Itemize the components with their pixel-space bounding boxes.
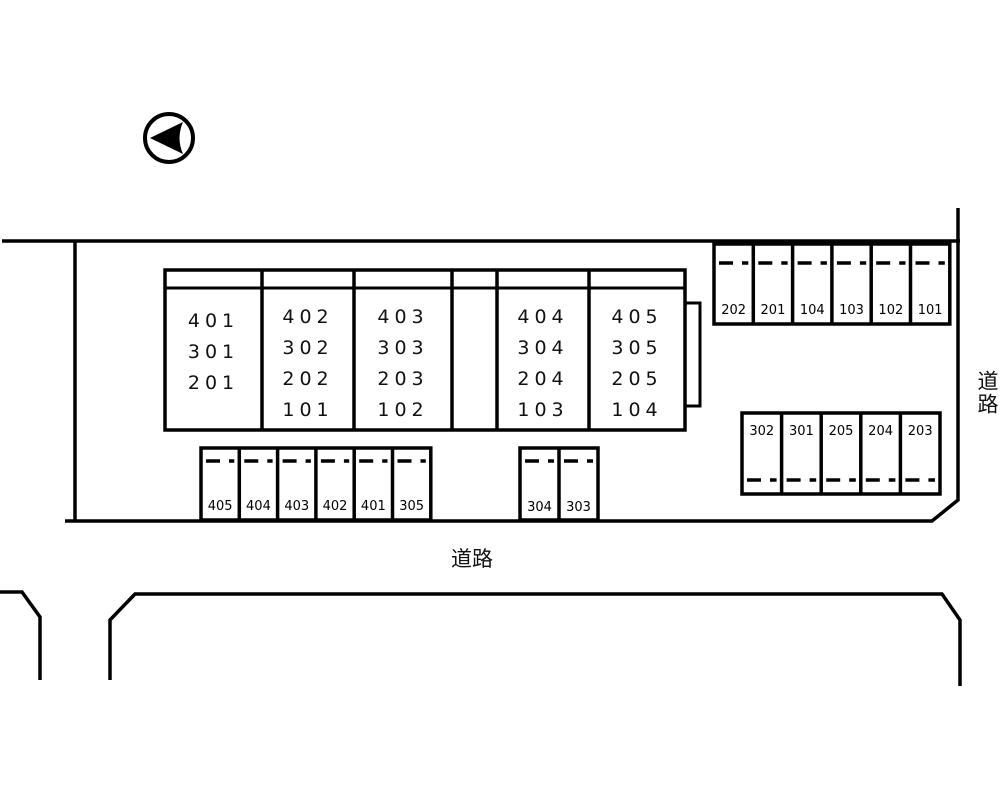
parking-space-label: 104	[800, 303, 825, 318]
building-block-5: 405 305 205 104	[590, 299, 684, 429]
unit-label: 401	[187, 309, 240, 332]
building-annex	[683, 301, 702, 408]
parking-space-label: 401	[361, 499, 386, 514]
parking-row-bottom-middle: 304 303	[518, 446, 600, 522]
parking-space-label: 305	[399, 499, 424, 514]
unit-label: 303	[377, 337, 429, 359]
unit-label: 202	[282, 368, 334, 390]
parking-space-label: 402	[323, 499, 348, 514]
unit-label: 301	[187, 340, 240, 363]
unit-label: 201	[187, 371, 240, 394]
building-block-2: 402 302 202 101	[263, 299, 353, 429]
parking-space-label: 203	[908, 424, 933, 439]
unit-label: 103	[517, 399, 569, 421]
building-block-4: 404 304 204 103	[498, 299, 588, 429]
unit-label: 204	[517, 368, 569, 390]
building-block-1: 401 301 201	[166, 302, 261, 402]
north-arrow-icon	[143, 112, 195, 164]
site-boundary-right	[65, 208, 960, 523]
unit-label: 302	[282, 337, 334, 359]
unit-label: 305	[611, 337, 663, 359]
parking-space-label: 301	[789, 424, 814, 439]
unit-label: 402	[282, 306, 334, 328]
unit-label: 101	[282, 399, 334, 421]
unit-label: 404	[517, 306, 569, 328]
parking-space-label: 304	[527, 500, 552, 515]
parking-row-top-right: 202 201 104 103 102 101	[712, 242, 952, 326]
unit-label: 205	[611, 368, 663, 390]
building-block-3: 403 303 203 102	[355, 299, 451, 429]
parking-space-label: 102	[878, 303, 903, 318]
road-edge-right	[108, 592, 962, 686]
road-label-bottom: 道路	[451, 547, 493, 571]
parking-row-bottom-left: 405 404 403 402 401 305	[199, 446, 433, 522]
road-edge-left	[0, 590, 42, 680]
unit-label: 104	[611, 399, 663, 421]
unit-label: 203	[377, 368, 429, 390]
parking-space-label: 103	[839, 303, 864, 318]
unit-label: 102	[377, 399, 429, 421]
parking-space-label: 204	[868, 424, 893, 439]
parking-space-label: 303	[566, 500, 591, 515]
unit-label: 403	[377, 306, 429, 328]
unit-label: 405	[611, 306, 663, 328]
parking-space-label: 101	[918, 303, 943, 318]
parking-space-label: 404	[246, 499, 271, 514]
parking-space-label: 205	[829, 424, 854, 439]
parking-space-label: 202	[721, 303, 746, 318]
unit-label: 304	[517, 337, 569, 359]
parking-space-label: 201	[761, 303, 786, 318]
parking-row-middle-right: 302 301 205 204 203	[740, 411, 942, 496]
parking-space-label: 405	[208, 499, 233, 514]
road-label-right: 道路	[975, 370, 999, 416]
parking-space-label: 302	[749, 424, 774, 439]
parking-space-label: 403	[284, 499, 309, 514]
